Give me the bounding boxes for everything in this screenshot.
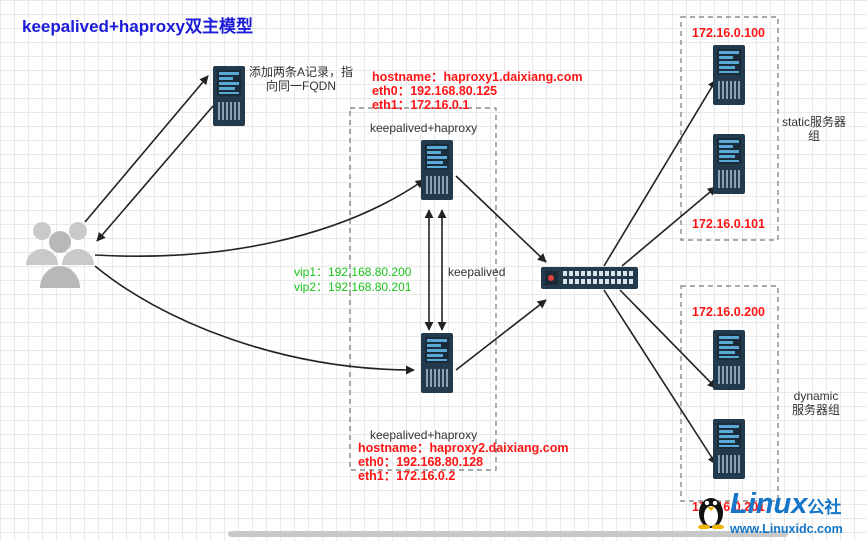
ha1-info: hostname：haproxy1.daixiang.com eth0：192.…: [372, 70, 582, 112]
linuxidc-watermark: Linux公社 www.Linuxidc.com: [696, 489, 866, 541]
penguin-icon: [698, 498, 724, 529]
static-ip-1: 172.16.0.100: [692, 26, 765, 40]
haproxy2-server-icon: [421, 333, 453, 393]
vip1-label: vip1：192.168.80.200: [294, 265, 412, 279]
static-server-1-icon: [713, 45, 745, 105]
users-to-ha2-arrow: [94, 265, 415, 375]
dynamic-group-box: [680, 285, 779, 502]
static-group-label: static服务器 组: [778, 115, 850, 143]
ha1-to-switch-arrow: [455, 175, 547, 263]
horizontal-scrollbar[interactable]: [228, 531, 788, 537]
static-group-box: [680, 16, 779, 241]
dynamic-group-label: dynamic 服务器组: [780, 389, 852, 417]
network-switch-icon: [541, 267, 638, 289]
dns-note-line1: 添加两条A记录，指: [248, 65, 353, 79]
ha2-info: hostname：haproxy2.daixiang.com eth0：192.…: [358, 441, 568, 483]
vip-info: vip1：192.168.80.200 vip2：192.168.80.201: [294, 265, 411, 295]
haproxy1-server-icon: [421, 140, 453, 200]
switch-to-dynamic1-arrow: [619, 289, 717, 389]
vip2-label: vip2：192.168.80.201: [294, 280, 412, 294]
ha1-eth1: eth1：172.16.0.1: [372, 98, 470, 112]
watermark-brand-cn: 公社: [807, 498, 842, 517]
ha2-group-label: keepalived+haproxy: [370, 428, 478, 442]
dns-server-icon: [213, 66, 245, 126]
switch-to-static2-arrow: [621, 186, 717, 267]
users-icon: [26, 222, 94, 288]
dynamic-server-1-icon: [713, 330, 745, 390]
switch-to-dynamic2-arrow: [603, 289, 717, 465]
dns-to-users-arrow: [96, 105, 214, 242]
keepalived-label: keepalived: [448, 265, 506, 279]
ha2-eth1: eth1：172.16.0.2: [358, 469, 456, 483]
ha2-eth0: eth0：192.168.80.128: [358, 455, 484, 469]
users-to-ha1-arrow: [94, 179, 425, 257]
dns-note-line2: 向同一FQDN: [266, 79, 336, 93]
ha1-eth0: eth0：192.168.80.125: [372, 84, 498, 98]
ha2-to-switch-arrow: [455, 299, 547, 371]
static-server-2-icon: [713, 134, 745, 194]
dynamic-ip-1: 172.16.0.200: [692, 305, 765, 319]
haproxy-group-box: [349, 107, 497, 471]
ha1-group-label: keepalived+haproxy: [370, 121, 478, 135]
static-group-label-line1: static服务器: [781, 115, 846, 129]
dns-note: 添加两条A记录，指 向同一FQDN: [245, 65, 357, 93]
dynamic-group-label-line2: 服务器组: [791, 403, 840, 417]
static-group-label-line2: 组: [807, 129, 820, 143]
users-to-dns-arrow: [84, 75, 209, 223]
ha2-hostname: hostname：haproxy2.daixiang.com: [358, 441, 569, 455]
static-ip-2: 172.16.0.101: [692, 217, 765, 231]
watermark-url: www.Linuxidc.com: [730, 522, 843, 536]
ha1-hostname: hostname：haproxy1.daixiang.com: [372, 70, 583, 84]
watermark-brand: Linux: [730, 488, 808, 520]
switch-to-static1-arrow: [603, 79, 717, 267]
dynamic-group-label-line1: dynamic: [793, 389, 839, 403]
diagram-title: keepalived+haproxy双主模型: [22, 17, 254, 36]
dynamic-server-2-icon: [713, 419, 745, 479]
connections: [84, 75, 717, 465]
